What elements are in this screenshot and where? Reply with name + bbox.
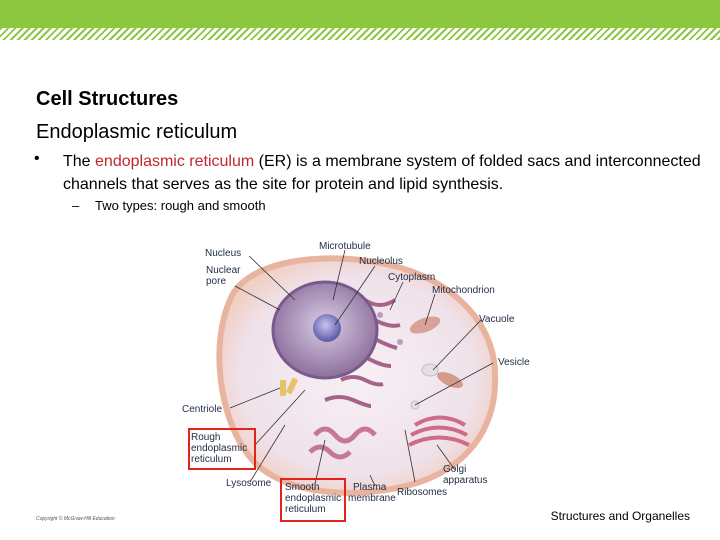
label-lysosome: Lysosome: [226, 478, 272, 489]
bullet-text: The endoplasmic reticulum (ER) is a memb…: [63, 150, 703, 196]
label-golgi-2: apparatus: [443, 475, 488, 486]
label-rough-er-2: endoplasmic: [191, 443, 248, 454]
label-smooth-er-3: reticulum: [285, 504, 326, 515]
bullet-highlight-term: endoplasmic reticulum: [95, 153, 255, 170]
bullet-marker: •: [34, 150, 40, 167]
top-stripe-band: [0, 28, 720, 40]
smooth-er-highlight-box: [280, 478, 346, 522]
label-smooth-er-2: endoplasmic: [285, 493, 342, 504]
bullet-suffix: (ER) is a membrane system of folded sacs…: [63, 153, 701, 193]
label-vacuole: Vacuole: [479, 314, 515, 325]
label-nucleolus: Nucleolus: [359, 256, 403, 267]
label-cytoplasm: Cytoplasm: [388, 272, 436, 283]
sub-bullet-marker: –: [72, 198, 80, 213]
label-ribosomes: Ribosomes: [397, 487, 448, 498]
top-accent-bar: [0, 0, 720, 28]
cell-diagram: Nucleus Microtubule Nucleolus Nuclear po…: [175, 230, 545, 525]
label-nuclear-pore-1: Nuclear: [206, 265, 241, 276]
label-centriole: Centriole: [182, 404, 223, 415]
slide-subtitle: Endoplasmic reticulum: [36, 121, 238, 143]
label-microtubule: Microtubule: [319, 241, 371, 252]
slide-title: Cell Structures: [36, 88, 179, 110]
copyright-notice: Copyright © McGraw-Hill Education: [36, 516, 115, 522]
cell-illustration: [216, 249, 499, 496]
rough-er-highlight-box: [188, 428, 256, 470]
label-rough-er-1: Rough: [191, 432, 221, 443]
label-mitochondrion: Mitochondrion: [432, 285, 495, 296]
label-nuclear-pore-2: pore: [206, 276, 227, 287]
label-vesicle: Vesicle: [498, 357, 530, 368]
bullet-prefix: The: [63, 153, 96, 170]
label-plasma-membrane-1: Plasma: [353, 482, 387, 493]
label-golgi-1: Golgi: [443, 464, 467, 475]
label-plasma-membrane-2: membrane: [348, 493, 396, 504]
sub-bullet-text: Two types: rough and smooth: [95, 198, 266, 213]
label-smooth-er-1: Smooth: [285, 482, 320, 493]
label-rough-er-3: reticulum: [191, 454, 232, 465]
footer-text: Structures and Organelles: [550, 509, 690, 523]
label-nucleus: Nucleus: [205, 248, 242, 259]
